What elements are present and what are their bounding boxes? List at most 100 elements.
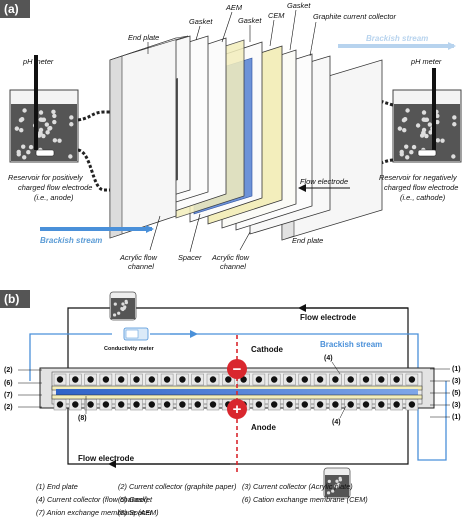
electrode-particle xyxy=(255,401,263,408)
electrode-particle xyxy=(316,376,324,383)
particle xyxy=(69,115,74,120)
particle xyxy=(112,313,117,317)
right-marker: (3) xyxy=(452,378,461,385)
electrode-particle xyxy=(194,401,201,408)
label-flow-electrode: Flow electrode xyxy=(300,177,348,186)
brackish-stream-label: Brackish stream xyxy=(320,340,382,349)
label-reservoir-right-3: (i.e., cathode) xyxy=(400,193,446,202)
particle xyxy=(415,123,421,128)
electrode-particle xyxy=(378,376,385,383)
electrode-particle xyxy=(194,376,201,383)
electrode-particle xyxy=(133,376,140,383)
left-marker: (7) xyxy=(4,392,13,399)
particle xyxy=(331,489,335,493)
particle xyxy=(124,301,129,305)
particle xyxy=(51,109,56,115)
legend-item: (4) Current collector (flow channel) xyxy=(36,495,148,504)
electrode-particle xyxy=(179,401,186,408)
label-reservoir-right-2: charged flow electrode xyxy=(384,183,458,192)
particle xyxy=(117,311,121,315)
cathode-label: Cathode xyxy=(251,345,284,354)
electrode-particle xyxy=(133,401,140,408)
particle xyxy=(44,122,50,127)
electrode-particle xyxy=(408,401,416,408)
electrode-particle xyxy=(209,376,217,383)
stack xyxy=(109,35,383,241)
electrode-particle xyxy=(301,376,308,383)
left-markers: (2)(6)(7)(2) xyxy=(4,367,42,411)
label-spacer: Spacer xyxy=(178,253,202,262)
beaker-top xyxy=(109,291,137,321)
particle xyxy=(38,110,44,115)
particle xyxy=(113,302,117,306)
particle xyxy=(19,128,24,133)
electrode-particle xyxy=(301,401,308,408)
panel-a: (a) pH meter pH meter xyxy=(0,0,462,271)
flow-electrode-bottom-label: Flow electrode xyxy=(78,454,135,463)
marker-4-top: (4) xyxy=(324,355,333,362)
panel-b-tag-bg xyxy=(0,290,30,308)
particle xyxy=(428,130,433,135)
electrode-particle xyxy=(102,401,110,408)
electrode-particle xyxy=(148,401,155,408)
particle xyxy=(52,113,57,119)
label-gasket-2: Gasket xyxy=(238,16,262,25)
label-reservoir-left-1: Reservoir for positively xyxy=(8,173,84,182)
flow-electrode-top-label: Flow electrode xyxy=(300,313,357,322)
particle xyxy=(405,108,410,113)
label-brackish-out: Brackish stream xyxy=(366,34,428,43)
particle xyxy=(435,138,441,143)
electrode-particle xyxy=(347,376,354,383)
marker-8: (8) xyxy=(78,415,87,422)
particle xyxy=(404,144,409,149)
brackish-loop xyxy=(150,333,447,461)
reservoir-right: pH meter xyxy=(392,57,462,163)
label-end-plate-top: End plate xyxy=(128,33,159,42)
particle xyxy=(397,126,403,131)
particle xyxy=(45,130,50,135)
conductivity-meter-label: Conductivity meter xyxy=(104,346,155,352)
legend-item: (7) Anion exchange membrane (AEM) xyxy=(36,508,159,517)
particle xyxy=(424,133,429,139)
legend-item: (3) Current collector (Acrylic plate) xyxy=(242,482,353,491)
electrode-particle xyxy=(240,376,247,383)
particle xyxy=(121,302,125,306)
electrode-particle xyxy=(87,401,94,408)
particle xyxy=(19,116,25,122)
label-brackish-in: Brackish stream xyxy=(40,236,102,245)
particle xyxy=(68,154,73,159)
particle xyxy=(435,119,440,125)
electrode-particle xyxy=(393,401,400,408)
particle xyxy=(69,122,74,127)
particle xyxy=(399,152,404,157)
electrode-particle xyxy=(118,376,125,383)
flow-loop-top xyxy=(67,307,409,368)
electrode-particle xyxy=(225,376,232,383)
anode-label: Anode xyxy=(251,423,276,432)
electrode-particle xyxy=(286,401,293,408)
flow-channel-top xyxy=(53,373,419,386)
particle xyxy=(14,126,20,131)
anode-terminal xyxy=(227,399,247,419)
ph-meter-probe-right xyxy=(432,68,436,150)
particle xyxy=(423,117,428,123)
panel-a-tag-bg xyxy=(0,0,30,18)
label-gasket-1: Gasket xyxy=(189,17,213,26)
electrode-particle xyxy=(56,401,64,408)
particle xyxy=(421,127,427,133)
particle xyxy=(21,144,26,149)
cathode-sign: − xyxy=(233,361,242,378)
particle xyxy=(47,125,53,131)
particle xyxy=(26,150,31,155)
electrode-particle xyxy=(347,401,354,408)
particle xyxy=(409,150,414,155)
right-marker: (5) xyxy=(452,390,461,397)
particle xyxy=(16,152,21,157)
particle xyxy=(452,115,457,120)
label-acrylic-1b: channel xyxy=(128,262,154,271)
electrode-particle xyxy=(362,401,370,408)
particle xyxy=(120,307,124,311)
electrode-particle xyxy=(56,376,64,383)
